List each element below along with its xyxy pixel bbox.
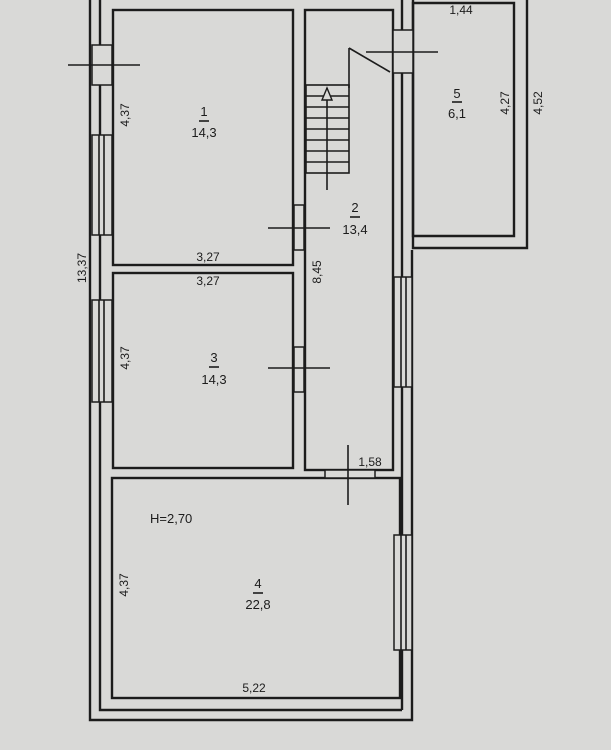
room-4-area: 22,8	[245, 597, 270, 612]
ceiling-height-label: H=2,70	[150, 511, 192, 526]
room-4-width: 5,22	[242, 681, 266, 695]
room-5-length: 4,27	[498, 91, 512, 115]
window-left-room-1	[91, 134, 113, 236]
room-5-outer-length: 4,52	[531, 91, 545, 115]
room-3-number: 3	[210, 350, 217, 365]
room-3	[111, 271, 295, 470]
window-room-4	[393, 534, 413, 651]
room-1-width: 3,27	[196, 250, 220, 264]
room-1-area: 14,3	[191, 125, 216, 140]
room-4-number: 4	[254, 576, 261, 591]
door-room-1	[268, 204, 330, 251]
room-2-area: 13,4	[342, 222, 367, 237]
outer-wall	[88, 0, 414, 722]
room-5-area: 6,1	[448, 106, 466, 121]
room-2-number: 2	[351, 200, 358, 215]
room-2-width: 1,58	[358, 455, 382, 469]
room-5-outer-wall	[411, 0, 529, 250]
room-2-length: 8,45	[310, 260, 324, 284]
door-room-5	[348, 29, 438, 88]
inner-outer-wall	[98, 0, 402, 712]
room-3-area: 14,3	[201, 372, 226, 387]
room-1-number: 1	[200, 104, 207, 119]
room-3-length: 4,37	[118, 346, 132, 370]
staircase	[305, 84, 350, 190]
room-3-width: 3,27	[196, 274, 220, 288]
door-room-3	[268, 346, 330, 393]
room-5-width: 1,44	[449, 3, 473, 17]
room-4-length: 4,37	[117, 573, 131, 597]
door-entrance-left	[68, 44, 140, 86]
window-corridor	[393, 276, 413, 388]
door-room-4	[324, 445, 376, 505]
window-left-room-3	[91, 299, 113, 403]
total-length: 13,37	[75, 253, 89, 283]
room-1-length: 4,37	[118, 103, 132, 127]
room-1	[111, 8, 295, 267]
room-5-number: 5	[453, 86, 460, 101]
